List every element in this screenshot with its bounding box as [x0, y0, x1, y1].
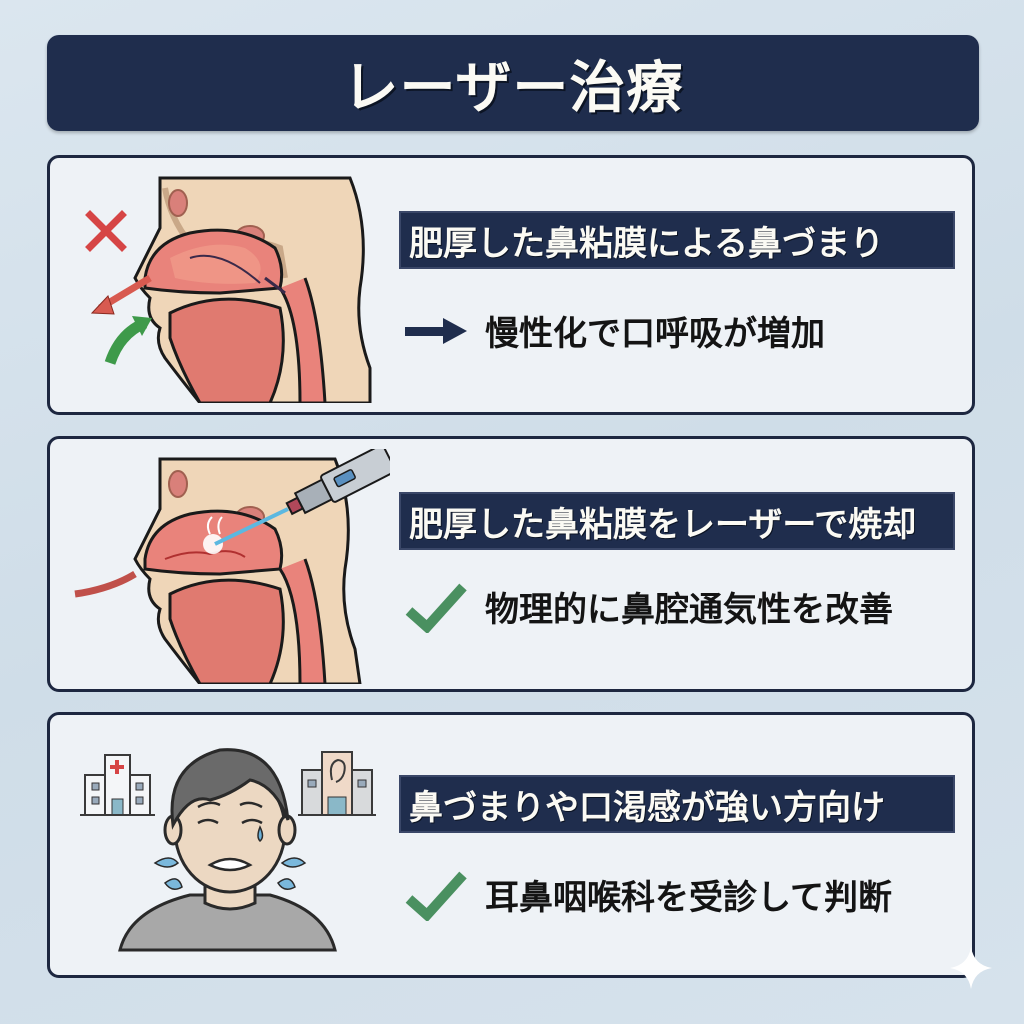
panel-subpoint: 物理的に鼻腔通気性を改善 [405, 579, 893, 633]
page-title: レーザー治療 [342, 55, 684, 121]
ent-clinic-icon [298, 751, 376, 816]
sparkle-icon [950, 947, 992, 989]
panel-problem: 肥厚した鼻粘膜による鼻づまり 慢性化で口呼吸が増加 [47, 155, 975, 415]
checkmark-icon [405, 583, 467, 633]
arrow-right-icon [405, 317, 467, 344]
panel-subpoint: 慢性化で口呼吸が増加 [405, 306, 825, 355]
x-mark-icon [85, 210, 127, 252]
panel-subpoint: 耳鼻咽喉科を受診して判断 [405, 867, 892, 921]
panel-heading: 肥厚した鼻粘膜による鼻づまり [399, 211, 955, 269]
panel-heading: 鼻づまりや口渇感が強い方向け [399, 775, 955, 833]
laser-treatment-illustration [74, 449, 390, 684]
nasal-blockage-illustration [90, 176, 372, 403]
patient-illustration [80, 748, 376, 952]
panel-heading: 肥厚した鼻粘膜をレーザーで焼却 [399, 492, 955, 550]
panel-recommendation: 鼻づまりや口渇感が強い方向け 耳鼻咽喉科を受診して判断 [47, 712, 975, 978]
panel-treatment: 肥厚した鼻粘膜をレーザーで焼却 物理的に鼻腔通気性を改善 [47, 436, 975, 692]
hospital-icon [80, 754, 155, 816]
checkmark-icon [405, 871, 467, 921]
title-banner: レーザー治療 [47, 35, 979, 131]
